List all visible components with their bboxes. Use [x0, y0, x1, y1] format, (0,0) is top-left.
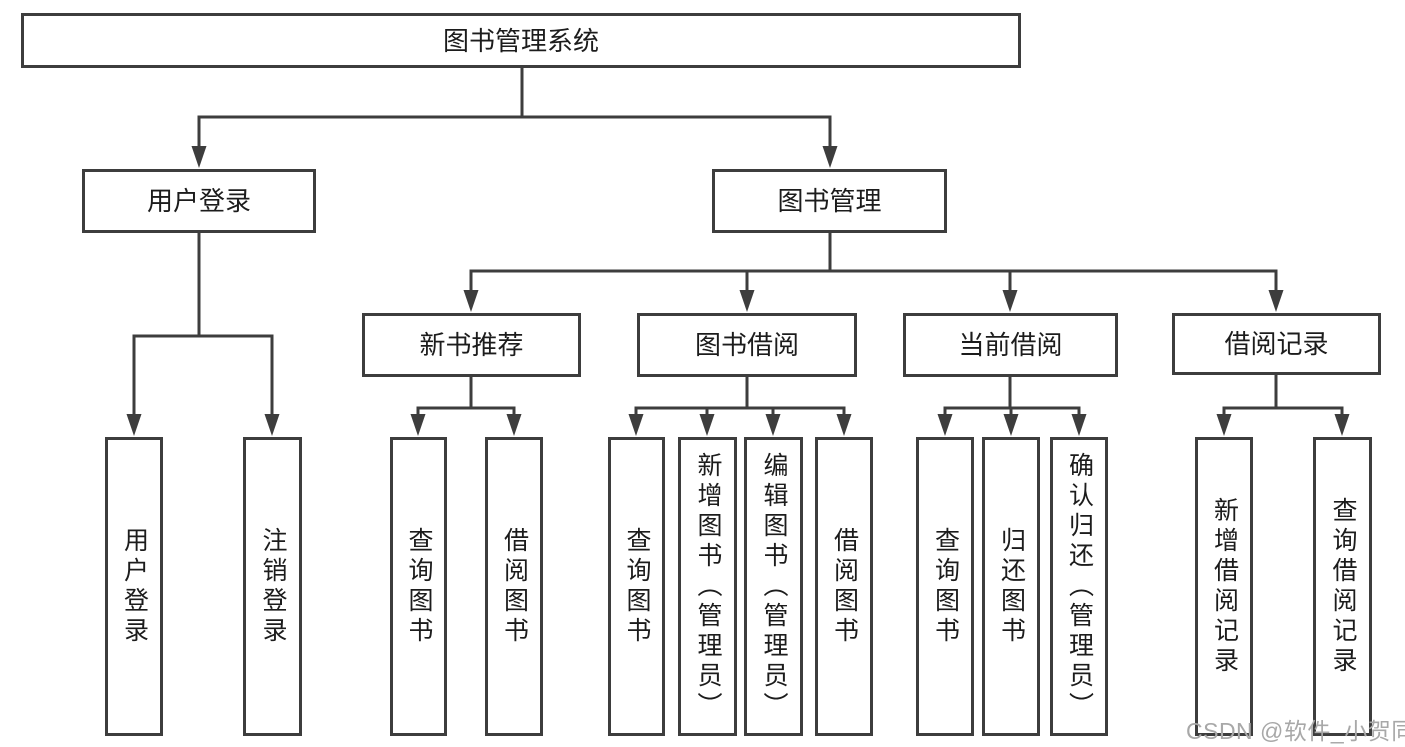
leaf-cb-query-books: 查询图书 — [916, 437, 974, 736]
leaf-logout: 注销登录 — [243, 437, 302, 736]
leaf-br-add-record: 新增借阅记录 — [1195, 437, 1253, 736]
leaf-bb-edit-books: 编辑图书（管理员） — [744, 437, 803, 736]
leaf-cb-return-books: 归还图书 — [982, 437, 1040, 736]
leaf-nb-borrow-books: 借阅图书 — [485, 437, 543, 736]
leaf-bb-query-books: 查询图书 — [608, 437, 665, 736]
node-new-book-recommend: 新书推荐 — [362, 313, 581, 377]
node-root: 图书管理系统 — [21, 13, 1021, 68]
node-book-borrowing: 图书借阅 — [637, 313, 857, 377]
leaf-bb-borrow-books: 借阅图书 — [815, 437, 873, 736]
leaf-user-login: 用户登录 — [105, 437, 163, 736]
leaf-br-query-record: 查询借阅记录 — [1313, 437, 1372, 736]
leaf-bb-add-books: 新增图书（管理员） — [678, 437, 737, 736]
node-borrowing-records: 借阅记录 — [1172, 313, 1381, 375]
csdn-watermark: CSDN @软件_小贺同学 — [1186, 718, 1405, 744]
leaf-nb-query-books: 查询图书 — [390, 437, 447, 736]
leaf-cb-confirm-return: 确认归还（管理员） — [1050, 437, 1108, 736]
node-current-borrowing: 当前借阅 — [903, 313, 1118, 377]
node-user-login: 用户登录 — [82, 169, 316, 233]
node-book-management: 图书管理 — [712, 169, 947, 233]
